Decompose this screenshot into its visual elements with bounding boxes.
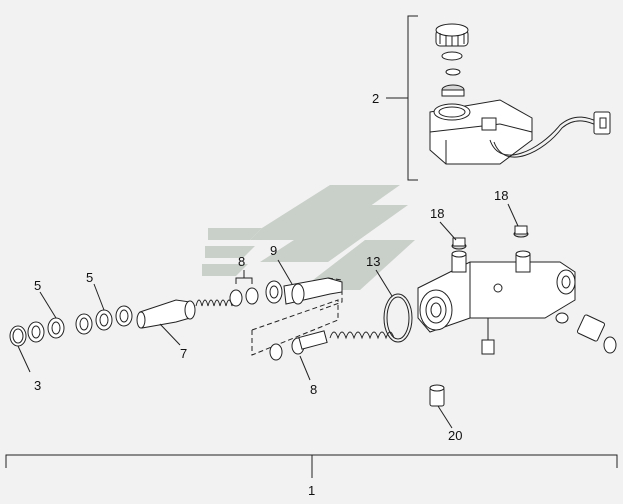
callout-1: 1 <box>308 483 315 498</box>
outlet-fitting <box>555 312 617 354</box>
washer-group-5b <box>75 305 133 335</box>
primary-piston-7 <box>136 299 239 329</box>
washer-group-5a <box>27 317 65 343</box>
callout-8a: 8 <box>238 254 245 269</box>
seal-3 <box>9 325 27 347</box>
bleed-screw-18b <box>513 225 529 238</box>
leader-lines <box>17 203 519 429</box>
reservoir-bracket <box>386 15 418 181</box>
callout-5b: 5 <box>86 270 93 285</box>
callout-2: 2 <box>372 91 379 106</box>
level-sensor-wire <box>489 111 611 158</box>
watermark-logo <box>202 185 415 290</box>
assembly-bracket <box>5 454 618 478</box>
callout-9: 9 <box>270 243 277 258</box>
callout-5a: 5 <box>34 278 41 293</box>
bleed-screw-18a <box>451 237 467 250</box>
master-cylinder-body <box>417 250 576 355</box>
reservoir-body <box>429 99 533 165</box>
piston-9 <box>283 277 343 305</box>
callout-13: 13 <box>366 254 380 269</box>
piston-9-dashed-outline <box>319 277 343 311</box>
seal-group-8 <box>229 280 283 307</box>
nut-20 <box>429 384 445 407</box>
callout-7: 7 <box>180 346 187 361</box>
callout-18a: 18 <box>430 206 444 221</box>
o-ring-13 <box>383 293 413 343</box>
o-ring-13-inner <box>386 296 410 340</box>
secondary-piston-group <box>251 299 395 361</box>
callout-20: 20 <box>448 428 462 443</box>
callout-18b: 18 <box>494 188 508 203</box>
callout-3: 3 <box>34 378 41 393</box>
callout-8b: 8 <box>310 382 317 397</box>
reservoir-cap <box>435 23 469 97</box>
